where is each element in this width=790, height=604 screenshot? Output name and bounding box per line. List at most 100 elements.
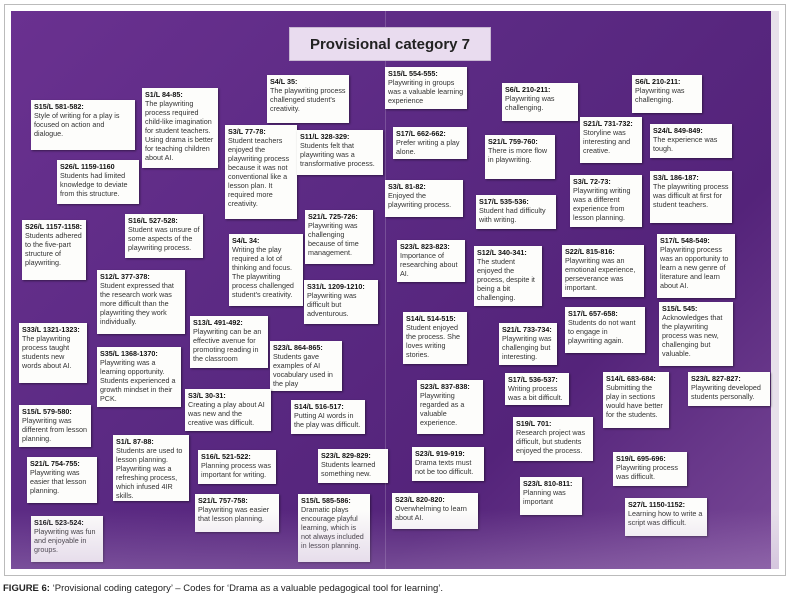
sticky-note: S3/L 30-31:Creating a play about AI was …: [185, 389, 271, 431]
sticky-note: S33/L 1321-1323:The playwriting process …: [19, 323, 87, 383]
sticky-note: S23/L 919-919:Drama texts must not be to…: [412, 447, 484, 481]
note-code: S15/L 579-580:: [22, 407, 72, 416]
note-text: Acknowledges that the playwriting proces…: [662, 313, 723, 358]
note-code: S11/L 328-329:: [300, 132, 350, 141]
note-code: S17/L 536-537:: [508, 375, 558, 384]
purple-board: Provisional category 7 S15/L 581-582:Sty…: [11, 11, 779, 569]
sticky-note: S1/L 87-88:Students are used to lesson p…: [113, 435, 189, 501]
note-code: S23/L 829-829:: [321, 451, 371, 460]
note-text: Playwriting regarded as a valuable exper…: [420, 391, 465, 427]
note-code: S23/L 823-823:: [400, 242, 450, 251]
note-text: Playwriting was challenging.: [635, 86, 685, 104]
note-text: Playwriting was challenging.: [505, 94, 555, 112]
note-text: Students do not want to engage in playwr…: [568, 318, 636, 345]
sticky-note: S14/L 683-684:Submitting the play in sec…: [603, 372, 669, 428]
note-code: S26/L 1159-1160: [60, 162, 115, 171]
note-text: Style of writing for a play is focused o…: [34, 111, 120, 138]
figure-photo: Provisional category 7 S15/L 581-582:Sty…: [4, 4, 786, 576]
sticky-note: S11/L 328-329:Students felt that playwri…: [297, 130, 383, 175]
note-text: Playwriting in groups was a valuable lea…: [388, 78, 464, 105]
sticky-note: S3/L 72-73:Playwriting writing was a dif…: [570, 175, 642, 227]
sticky-note: S31/L 1209-1210:Playwriting was difficul…: [304, 280, 378, 324]
note-code: S16/L 521-522:: [201, 452, 251, 461]
note-code: S17/L 535-536:: [479, 197, 529, 206]
sticky-note: S4/L 34:Writing the play required a lot …: [229, 234, 303, 306]
note-text: Playwriting process was difficult.: [616, 463, 678, 481]
sticky-note: S6/L 210-211:Playwriting was challenging…: [632, 75, 702, 113]
note-code: S3/L 30-31:: [188, 391, 226, 400]
sticky-note: S12/L 340-341:The student enjoyed the pr…: [474, 246, 542, 306]
note-text: Playwriting was different from lesson pl…: [22, 416, 87, 443]
sticky-note: S17/L 548-549:Playwriting process was an…: [657, 234, 735, 298]
sticky-note: S16/L 521-522:Planning process was impor…: [198, 450, 276, 484]
note-text: Playwriting process was an opportunity t…: [660, 245, 729, 290]
note-text: Playwriting was a learning opportunity. …: [100, 358, 176, 403]
note-text: The playwriting process challenged stude…: [270, 86, 346, 113]
sticky-note: S12/L 377-378:Student expressed that the…: [97, 270, 185, 334]
note-text: Playwriting was challenging but interest…: [502, 334, 552, 361]
sticky-note: S23/L 864-865:Students gave examples of …: [270, 341, 342, 391]
note-text: Student was unsure of some aspects of th…: [128, 225, 200, 252]
note-code: S22/L 815-816:: [565, 247, 615, 256]
note-text: Students gave examples of AI vocabulary …: [273, 352, 333, 388]
board-fold-line: [385, 11, 386, 569]
note-text: Learning how to write a script was diffi…: [628, 509, 703, 527]
sticky-note: S1/L 84-85:The playwriting process requi…: [142, 88, 218, 168]
category-title-card: Provisional category 7: [289, 27, 491, 61]
note-text: There is more flow in playwriting.: [488, 146, 548, 164]
note-code: S15/L 585-586:: [301, 496, 351, 505]
note-code: S17/L 657-658:: [568, 309, 618, 318]
sticky-note: S3/L 77-78:Student teachers enjoyed the …: [225, 125, 297, 219]
caption-text: ‘Provisional coding category’ – Codes fo…: [49, 583, 444, 594]
sticky-note: S23/L 837-838:Playwriting regarded as a …: [417, 380, 483, 434]
note-text: Submitting the play in sections would ha…: [606, 383, 663, 419]
note-code: S19/L 695-696:: [616, 454, 666, 463]
sticky-note: S17/L 536-537:Writing process was a bit …: [505, 373, 569, 405]
note-text: Writing the play required a lot of think…: [232, 245, 294, 299]
note-text: Storyline was interesting and creative.: [583, 128, 631, 155]
sticky-note: S26/L 1157-1158:Students adhered to the …: [22, 220, 86, 280]
note-code: S4/L 35:: [270, 77, 298, 86]
note-code: S23/L 919-919:: [415, 449, 465, 458]
sticky-note: S14/L 514-515:Student enjoyed the proces…: [403, 312, 467, 364]
note-code: S1/L 87-88:: [116, 437, 154, 446]
note-code: S26/L 1157-1158:: [25, 222, 83, 231]
sticky-note: S24/L 849-849:The experience was tough.: [650, 124, 732, 158]
note-code: S12/L 377-378:: [100, 272, 150, 281]
note-text: The playwriting process taught students …: [22, 334, 72, 370]
sticky-note: S23/L 827-827:Playwriting developed stud…: [688, 372, 770, 406]
sticky-note: S22/L 815-816:Playwriting was an emotion…: [562, 245, 644, 297]
note-code: S3/L 81-82:: [388, 182, 426, 191]
note-code: S21/L 731-732:: [583, 119, 633, 128]
sticky-note: S21/L 754-755:Playwriting was easier tha…: [27, 457, 97, 503]
note-code: S23/L 810-811:: [523, 479, 573, 488]
note-text: Playwriting was fun and enjoyable in gro…: [34, 527, 96, 554]
note-text: Creating a play about AI was new and the…: [188, 400, 265, 427]
note-code: S31/L 1209-1210:: [307, 282, 365, 291]
note-text: Putting AI words in the play was difficu…: [294, 411, 361, 429]
sticky-note: S3/L 186-187:The playwriting process was…: [650, 171, 732, 223]
sticky-note: S21/L 757-758:Playwriting was easier tha…: [195, 494, 279, 532]
note-code: S21/L 759-760:: [488, 137, 538, 146]
note-code: S24/L 849-849:: [653, 126, 703, 135]
sticky-note: S15/L 585-586:Dramatic plays encourage p…: [298, 494, 370, 562]
note-text: The playwriting process was difficult at…: [653, 182, 729, 209]
figure-caption: FIGURE 6: ‘Provisional coding category’ …: [3, 583, 443, 594]
note-code: S23/L 820-820:: [395, 495, 445, 504]
sticky-note: S23/L 829-829:Students learned something…: [318, 449, 388, 483]
note-text: Overwhelming to learn about AI.: [395, 504, 467, 522]
note-text: Playwriting was an emotional experience,…: [565, 256, 636, 292]
sticky-note: S6/L 210-211:Playwriting was challenging…: [502, 83, 578, 121]
note-text: The playwriting process required child-l…: [145, 99, 214, 162]
sticky-note: S35/L 1368-1370:Playwriting was a learni…: [97, 347, 181, 407]
note-code: S21/L 754-755:: [30, 459, 80, 468]
sticky-note: S19/L 695-696:Playwriting process was di…: [613, 452, 687, 486]
note-code: S14/L 683-684:: [606, 374, 656, 383]
board-edge: [771, 11, 779, 569]
sticky-note: S15/L 545:Acknowledges that the playwrit…: [659, 302, 733, 366]
note-code: S4/L 34:: [232, 236, 260, 245]
note-code: S3/L 186-187:: [653, 173, 699, 182]
note-code: S23/L 837-838:: [420, 382, 470, 391]
note-code: S16/L 523-524:: [34, 518, 84, 527]
note-code: S3/L 72-73:: [573, 177, 611, 186]
